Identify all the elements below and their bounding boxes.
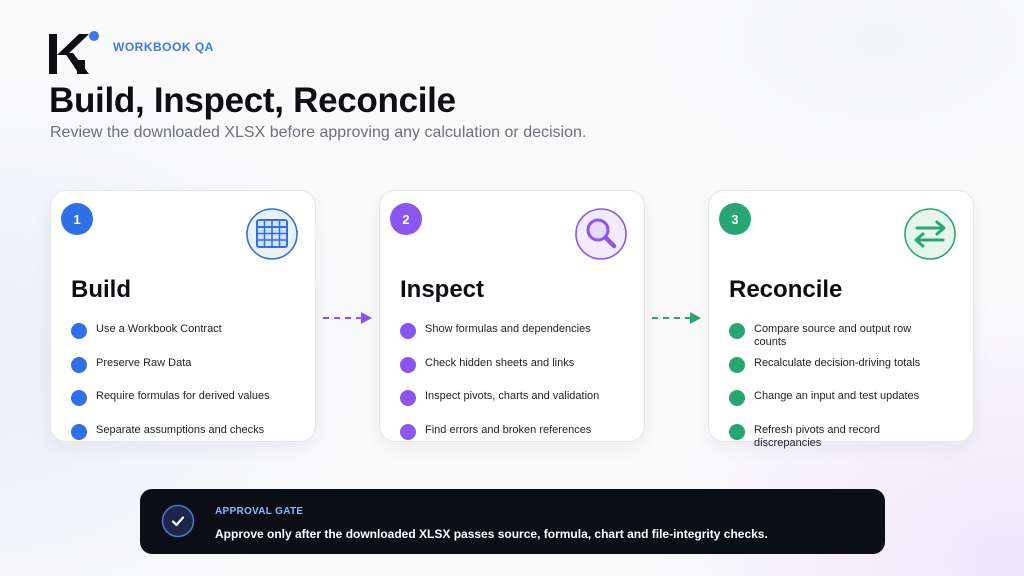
bullet-dot-icon (400, 356, 416, 373)
eyebrow-label: WORKBOOK QA (113, 40, 214, 54)
arrow-right-icon (652, 312, 701, 324)
table-icon (246, 208, 298, 260)
arrow-right-icon (323, 312, 372, 324)
magnifier-icon (575, 208, 627, 260)
bullet-dot-icon (400, 423, 416, 440)
step-number-badge: 2 (390, 203, 422, 235)
page-subtitle: Review the downloaded XLSX before approv… (50, 124, 587, 141)
list-item: Preserve Raw Data (71, 354, 307, 388)
bullet-dot-icon (400, 323, 416, 339)
bullet-dot-icon (71, 356, 87, 373)
brand-logo (49, 31, 99, 74)
swap-arrows-icon (904, 208, 956, 260)
list-item: Check hidden sheets and links (400, 354, 636, 388)
list-item: Refresh pivots and record discrepancies (729, 421, 965, 455)
list-item: Compare source and output row counts (729, 320, 965, 354)
step-title: Reconcile (729, 276, 843, 303)
bullet-dot-icon (729, 356, 745, 373)
bullet-dot-icon (729, 323, 745, 339)
bullet-dot-icon (71, 423, 87, 440)
list-item: Require formulas for derived values (71, 387, 307, 421)
page-title: Build, Inspect, Reconcile (49, 81, 456, 120)
list-item: Inspect pivots, charts and validation (400, 387, 636, 421)
bullet-dot-icon (729, 423, 745, 440)
step-card-build: 1 Build Use a Workbook Contract Preserve… (50, 190, 316, 442)
step-number-badge: 1 (61, 203, 93, 235)
step-card-reconcile: 3 Reconcile Compare source and output ro… (708, 190, 974, 449)
list-item: Find errors and broken references (400, 421, 636, 455)
bullet-dot-icon (71, 390, 87, 406)
list-item: Recalculate decision-driving totals (729, 354, 965, 388)
bullet-dot-icon (729, 390, 745, 406)
bullet-dot-icon (71, 323, 87, 339)
list-item: Show formulas and dependencies (400, 320, 636, 354)
checkmark-icon (161, 504, 195, 538)
bullet-dot-icon (400, 390, 416, 406)
gate-label: APPROVAL GATE (215, 506, 304, 517)
step-title: Build (71, 276, 131, 303)
gate-text: Approve only after the downloaded XLSX p… (215, 527, 768, 541)
step-checklist: Use a Workbook Contract Preserve Raw Dat… (71, 320, 307, 454)
approval-gate-banner: APPROVAL GATE Approve only after the dow… (140, 489, 885, 554)
step-number-badge: 3 (719, 203, 751, 235)
step-title: Inspect (400, 276, 485, 303)
step-card-inspect: 2 Inspect Show formulas and dependencies… (379, 190, 645, 442)
list-item: Separate assumptions and checks (71, 421, 307, 455)
step-checklist: Compare source and output row counts Rec… (729, 320, 965, 454)
step-checklist: Show formulas and dependencies Check hid… (400, 320, 636, 454)
list-item: Change an input and test updates (729, 387, 965, 421)
list-item: Use a Workbook Contract (71, 320, 307, 354)
